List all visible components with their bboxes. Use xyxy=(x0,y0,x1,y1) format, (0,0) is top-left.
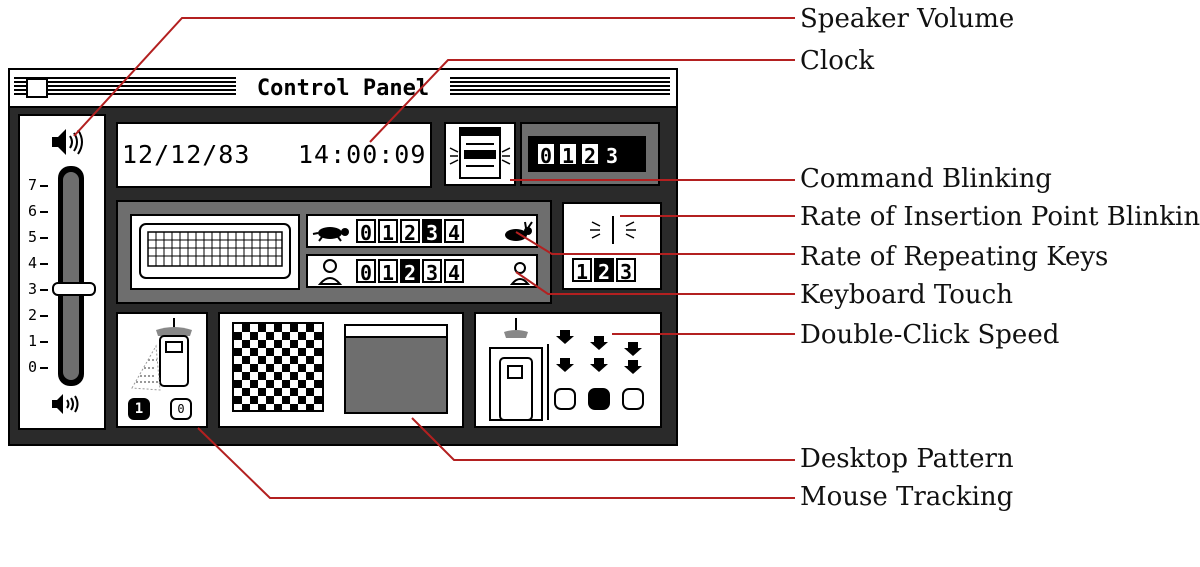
callout-double-click: Double-Click Speed xyxy=(800,320,1060,350)
insertion-point-icon xyxy=(590,216,636,244)
volume-tick-mark xyxy=(40,185,48,187)
volume-tick-mark xyxy=(40,341,48,343)
callout-line-clock xyxy=(369,59,795,143)
volume-tick-4: 4 xyxy=(28,254,38,272)
keyboard-touch-option-3[interactable]: 3 xyxy=(422,259,442,285)
mouse-icon xyxy=(131,318,192,391)
command-blink-option-1[interactable]: 1 xyxy=(558,142,578,168)
repeat-rate-option-3[interactable]: 3 xyxy=(422,219,442,245)
repeat-rate-option-4[interactable]: 4 xyxy=(444,219,464,245)
clock-time[interactable]: 14:00:09 xyxy=(298,140,427,169)
command-blink-option-2[interactable]: 2 xyxy=(580,142,600,168)
callout-line-repeating-keys xyxy=(515,231,795,255)
callout-insertion-point: Rate of Insertion Point Blinking xyxy=(800,202,1200,232)
callout-line-keyboard-touch xyxy=(515,271,795,295)
callout-repeating-keys: Rate of Repeating Keys xyxy=(800,242,1109,272)
keyboard-icon xyxy=(139,223,291,279)
insertion-blink-option-1[interactable]: 1 xyxy=(572,258,592,284)
window-title: Control Panel xyxy=(236,74,450,104)
volume-tick-5: 5 xyxy=(28,228,38,246)
volume-slider-track[interactable] xyxy=(58,166,84,386)
volume-tick-6: 6 xyxy=(28,202,38,220)
pattern-preview[interactable] xyxy=(344,324,448,414)
volume-tick-7: 7 xyxy=(28,176,38,194)
double-click-option-2[interactable] xyxy=(588,388,610,410)
mouse-tracking-option-1[interactable]: 1 xyxy=(128,398,150,420)
volume-tick-mark xyxy=(40,289,48,291)
repeat-rate-option-1[interactable]: 1 xyxy=(378,219,398,245)
callout-keyboard-touch: Keyboard Touch xyxy=(800,280,1013,310)
heavy-touch-icon xyxy=(509,262,531,285)
callout-line-desktop-pattern xyxy=(411,417,795,461)
keyboard-touch-option-1[interactable]: 1 xyxy=(378,259,398,285)
insertion-blink-option-3[interactable]: 3 xyxy=(616,258,636,284)
command-blink-option-0[interactable]: 0 xyxy=(536,142,556,168)
menu-blink-icon xyxy=(449,127,511,179)
keyboard-touch-option-2[interactable]: 2 xyxy=(400,259,420,285)
volume-tick-2: 2 xyxy=(28,306,38,324)
repeat-rate-option-0[interactable]: 0 xyxy=(356,219,376,245)
turtle-icon xyxy=(312,227,349,242)
speaker-soft-icon xyxy=(52,394,79,414)
arrow-icons xyxy=(556,330,642,374)
volume-tick-1: 1 xyxy=(28,332,38,350)
volume-tick-3: 3 xyxy=(28,280,38,298)
keyboard-touch-option-4[interactable]: 4 xyxy=(444,259,464,285)
light-touch-icon xyxy=(317,259,343,285)
callout-line-mouse-tracking xyxy=(197,427,795,499)
callout-mouse-tracking: Mouse Tracking xyxy=(800,482,1014,512)
close-box[interactable] xyxy=(26,78,48,98)
callout-desktop-pattern: Desktop Pattern xyxy=(800,444,1014,474)
volume-tick-mark xyxy=(40,315,48,317)
double-click-control xyxy=(489,318,642,421)
insertion-blink-option-2[interactable]: 2 xyxy=(594,258,614,284)
callout-speaker-volume: Speaker Volume xyxy=(800,4,1015,34)
repeat-rate-option-2[interactable]: 2 xyxy=(400,219,420,245)
callout-line-speaker-volume xyxy=(73,17,795,137)
double-click-option-3[interactable] xyxy=(622,388,644,410)
mouse-tracking-option-0[interactable]: 0 xyxy=(170,398,192,420)
volume-tick-mark xyxy=(40,367,48,369)
clock-date[interactable]: 12/12/83 xyxy=(122,140,251,169)
volume-tick-mark xyxy=(40,211,48,213)
command-blink-option-3[interactable]: 3 xyxy=(602,142,622,168)
keyboard-touch-option-0[interactable]: 0 xyxy=(356,259,376,285)
volume-tick-mark xyxy=(40,237,48,239)
rabbit-icon xyxy=(505,221,533,241)
callout-clock: Clock xyxy=(800,46,875,76)
volume-tick-0: 0 xyxy=(28,358,38,376)
double-click-option-1[interactable] xyxy=(554,388,576,410)
pattern-editor[interactable] xyxy=(232,322,324,412)
volume-slider-knob[interactable] xyxy=(52,282,96,296)
callout-command-blinking: Command Blinking xyxy=(800,164,1052,194)
volume-tick-mark xyxy=(40,263,48,265)
